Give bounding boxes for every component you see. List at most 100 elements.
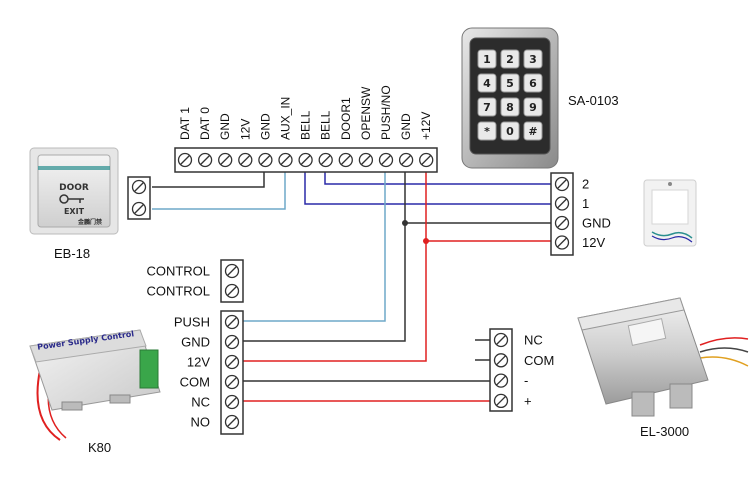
top-terminal-screw bbox=[378, 152, 394, 168]
left-terminal-screw bbox=[224, 374, 240, 390]
left-terminal-label: CONTROL bbox=[146, 284, 210, 299]
exit-button-image: DOOR EXIT 金鵬门禁 bbox=[29, 147, 119, 235]
right-top-terminal-label: GND bbox=[582, 216, 611, 231]
top-terminal-screw bbox=[177, 152, 193, 168]
svg-text:#: # bbox=[528, 125, 537, 138]
left-terminal-screw bbox=[224, 314, 240, 330]
top-terminal-label: +12V bbox=[419, 112, 433, 140]
keypad-key: 9 bbox=[523, 97, 543, 117]
top-terminal-label: DOOR1 bbox=[339, 97, 353, 140]
right-top-terminal-screw bbox=[554, 196, 570, 211]
right-bottom-terminal-screw bbox=[493, 353, 509, 368]
top-terminal-label: DAT 0 bbox=[198, 107, 212, 140]
keypad-key: 3 bbox=[523, 49, 543, 69]
right-top-terminal-screw bbox=[554, 235, 570, 250]
top-terminal-screw bbox=[197, 152, 213, 168]
left-terminal-label: GND bbox=[181, 335, 210, 350]
exit-button-terminal-screw bbox=[131, 179, 147, 195]
svg-text:7: 7 bbox=[483, 101, 491, 114]
lock-label: EL-3000 bbox=[640, 424, 689, 439]
right-bottom-terminal-label: + bbox=[524, 393, 532, 408]
left-terminal-label: COM bbox=[180, 375, 210, 390]
svg-text:8: 8 bbox=[506, 101, 514, 114]
exit-button-terminal-screw bbox=[131, 201, 147, 217]
top-terminal-label: GND bbox=[218, 113, 232, 140]
svg-text:3: 3 bbox=[529, 53, 537, 66]
top-terminal-label: OPENSW bbox=[359, 86, 373, 140]
lock-image bbox=[577, 297, 749, 417]
top-terminal-label: PUSH/NO bbox=[379, 85, 393, 140]
svg-text:*: * bbox=[484, 125, 490, 138]
svg-text:4: 4 bbox=[483, 77, 491, 90]
left-terminal-screw bbox=[224, 394, 240, 410]
wire-gnd-left bbox=[240, 223, 406, 342]
keypad-key: 1 bbox=[477, 49, 497, 69]
wire-12v-left bbox=[240, 241, 427, 362]
exit-button-face-door: DOOR bbox=[59, 183, 89, 193]
left-terminal-label: NC bbox=[191, 395, 210, 410]
top-terminal-label: 12V bbox=[238, 119, 252, 140]
svg-text:9: 9 bbox=[529, 101, 537, 114]
wire-push bbox=[240, 164, 386, 322]
wire-gnd-bell bbox=[404, 164, 560, 224]
keypad-image: 1 2 3 4 5 6 7 8 9 * 0 # bbox=[461, 27, 559, 169]
keypad-key: * bbox=[477, 121, 497, 141]
svg-text:0: 0 bbox=[506, 125, 514, 138]
svg-text:2: 2 bbox=[506, 53, 514, 66]
exit-button-label: EB-18 bbox=[54, 246, 90, 261]
left-terminal-label: PUSH bbox=[174, 315, 210, 330]
top-terminal-label: BELL bbox=[299, 110, 313, 140]
left-terminal-screw bbox=[224, 334, 240, 350]
top-terminal-screw bbox=[218, 152, 233, 168]
doorbell-image bbox=[643, 179, 697, 247]
right-top-terminal-screw bbox=[554, 215, 570, 231]
top-terminal-screw bbox=[318, 152, 333, 168]
left-terminal-label: CONTROL bbox=[146, 264, 210, 279]
svg-text:5: 5 bbox=[506, 77, 514, 90]
top-terminal-label: GND bbox=[399, 113, 413, 140]
top-terminal-label: AUX_IN bbox=[279, 97, 293, 140]
top-terminal-screw bbox=[278, 152, 293, 168]
top-terminal-screw bbox=[258, 152, 273, 168]
keypad-key: 2 bbox=[500, 49, 520, 69]
keypad-key: 5 bbox=[500, 73, 520, 93]
keypad-key: # bbox=[523, 121, 543, 141]
left-terminal-screw bbox=[224, 283, 240, 299]
top-terminal-screw bbox=[358, 152, 374, 168]
svg-text:1: 1 bbox=[483, 53, 491, 66]
left-terminal-screw bbox=[224, 414, 240, 430]
svg-text:6: 6 bbox=[529, 77, 537, 90]
power-supply-image: Power Supply Control bbox=[29, 329, 161, 441]
right-bottom-terminal-screw bbox=[493, 393, 509, 409]
left-terminal-label: NO bbox=[191, 415, 211, 430]
keypad-key: 7 bbox=[477, 97, 497, 117]
top-terminal-screw bbox=[338, 152, 353, 168]
keypad-label: SA-0103 bbox=[568, 93, 619, 108]
right-top-terminal-label: 12V bbox=[582, 235, 605, 250]
wire-12v-bell bbox=[425, 164, 560, 242]
key-icon bbox=[59, 194, 84, 204]
top-terminal-screw bbox=[298, 152, 313, 168]
right-top-terminal-label: 2 bbox=[582, 177, 589, 192]
wire-exit-auxin bbox=[152, 164, 286, 210]
keypad-key: 0 bbox=[500, 121, 520, 141]
right-bottom-terminal-screw bbox=[493, 332, 509, 348]
right-top-terminal-screw bbox=[554, 176, 570, 192]
keypad-key: 6 bbox=[523, 73, 543, 93]
power-supply-label: K80 bbox=[88, 440, 111, 455]
right-bottom-terminal-label: NC bbox=[524, 333, 543, 348]
right-top-terminal-label: 1 bbox=[582, 196, 589, 211]
top-terminal-screw bbox=[398, 152, 414, 168]
left-terminal-screw bbox=[224, 263, 240, 279]
keypad-key: 8 bbox=[500, 97, 520, 117]
right-bottom-terminal-screw bbox=[493, 373, 509, 388]
left-terminal-screw bbox=[224, 354, 240, 370]
top-terminal-screw bbox=[238, 152, 253, 168]
right-bottom-terminal-label: COM bbox=[524, 353, 554, 368]
top-terminal-screw bbox=[419, 152, 434, 168]
